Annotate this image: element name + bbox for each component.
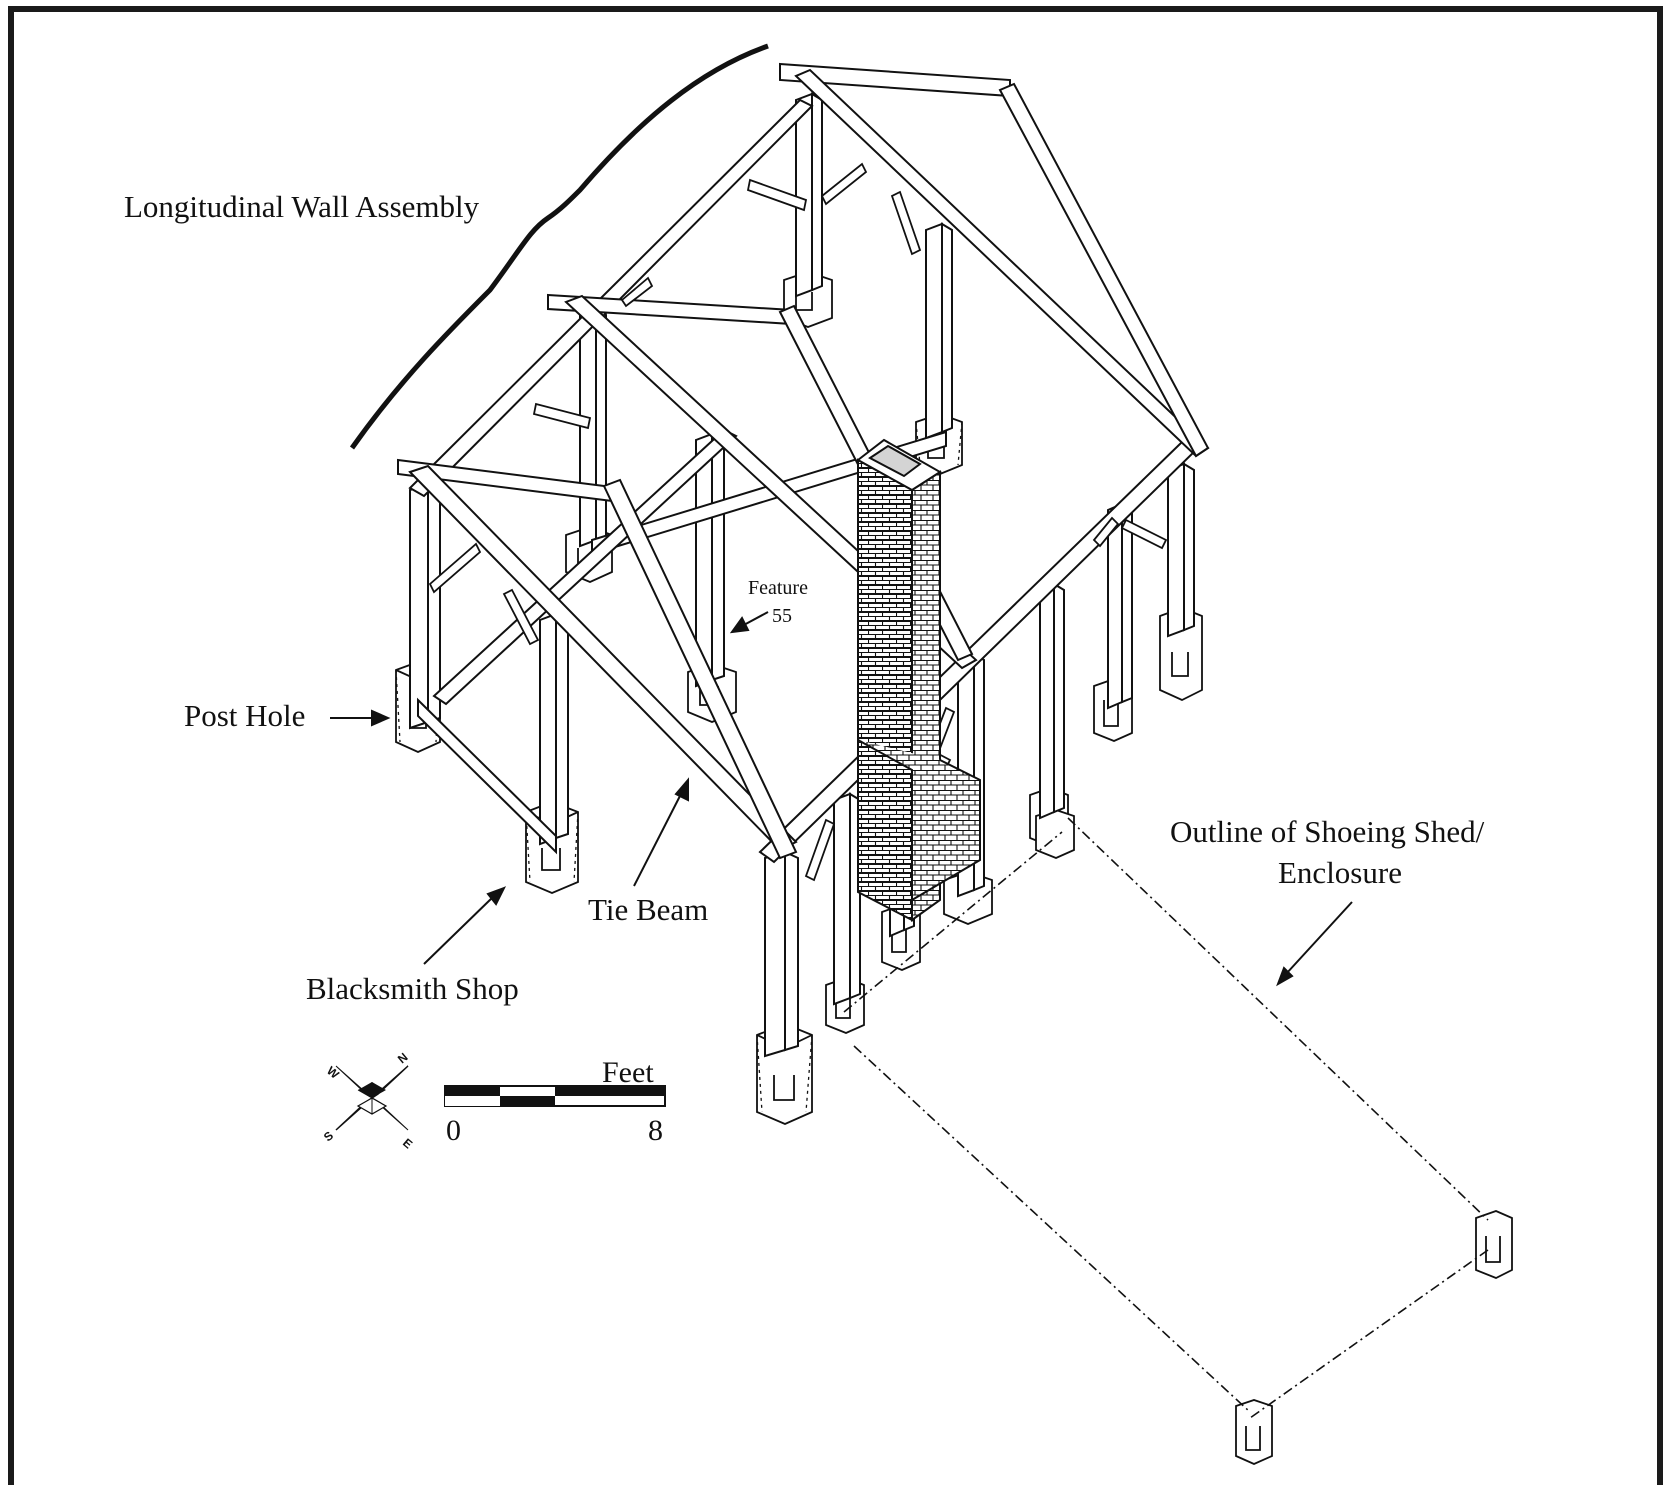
- scale-bar-unit: Feet: [602, 1056, 654, 1089]
- scale-bar-segment: [555, 1086, 665, 1096]
- shoeing-shed-arrow: [1276, 901, 1353, 987]
- post: [539, 612, 569, 846]
- post: [764, 850, 799, 1058]
- longitudinal-wall-label: Longitudinal Wall Assembly: [124, 189, 480, 224]
- scale-bar-max: 8: [648, 1114, 663, 1147]
- post: [925, 222, 953, 440]
- post-hole-label: Post Hole: [184, 698, 305, 733]
- chimney-hearth: [857, 739, 981, 902]
- shoeing-shed-label-line2: Enclosure: [1278, 855, 1402, 890]
- scale-bar-segment: [500, 1096, 555, 1106]
- tie-beam-label: Tie Beam: [588, 892, 708, 927]
- scale-bar-segment: [445, 1086, 500, 1096]
- shoeing-shed-label-line1: Outline of Shoeing Shed/: [1170, 814, 1485, 849]
- post: [1107, 502, 1133, 710]
- rafter: [998, 82, 1210, 458]
- feature-arrow: [729, 611, 769, 634]
- feature-label-number: 55: [772, 605, 792, 627]
- chimney: [856, 438, 981, 922]
- post: [409, 482, 441, 730]
- rafter: [408, 464, 798, 852]
- longitudinal-wall-brace: [349, 43, 769, 450]
- post: [1167, 462, 1195, 638]
- blacksmith-shop-arrow: [423, 886, 507, 965]
- chimney-cap: [868, 444, 922, 478]
- scale-bar-min: 0: [446, 1114, 461, 1147]
- post-hole-arrow: [330, 709, 391, 727]
- post-hole: [1475, 1210, 1513, 1279]
- post-hole: [1235, 1399, 1273, 1465]
- compass-rose-icon: N W S E: [321, 1050, 415, 1151]
- blacksmith-shop-label: Blacksmith Shop: [306, 971, 519, 1006]
- feature-label-word: Feature: [748, 577, 808, 599]
- front-sill-plate: [417, 697, 557, 855]
- scale-bar-segment: [445, 1096, 500, 1106]
- scale-bar: Feet 0 8: [444, 1056, 666, 1147]
- rafter: [602, 478, 798, 860]
- shoeing-shed-outline: [843, 817, 1489, 1419]
- post: [1039, 582, 1065, 820]
- tie-beam-arrow: [633, 777, 689, 887]
- figure-border: [8, 6, 1663, 1485]
